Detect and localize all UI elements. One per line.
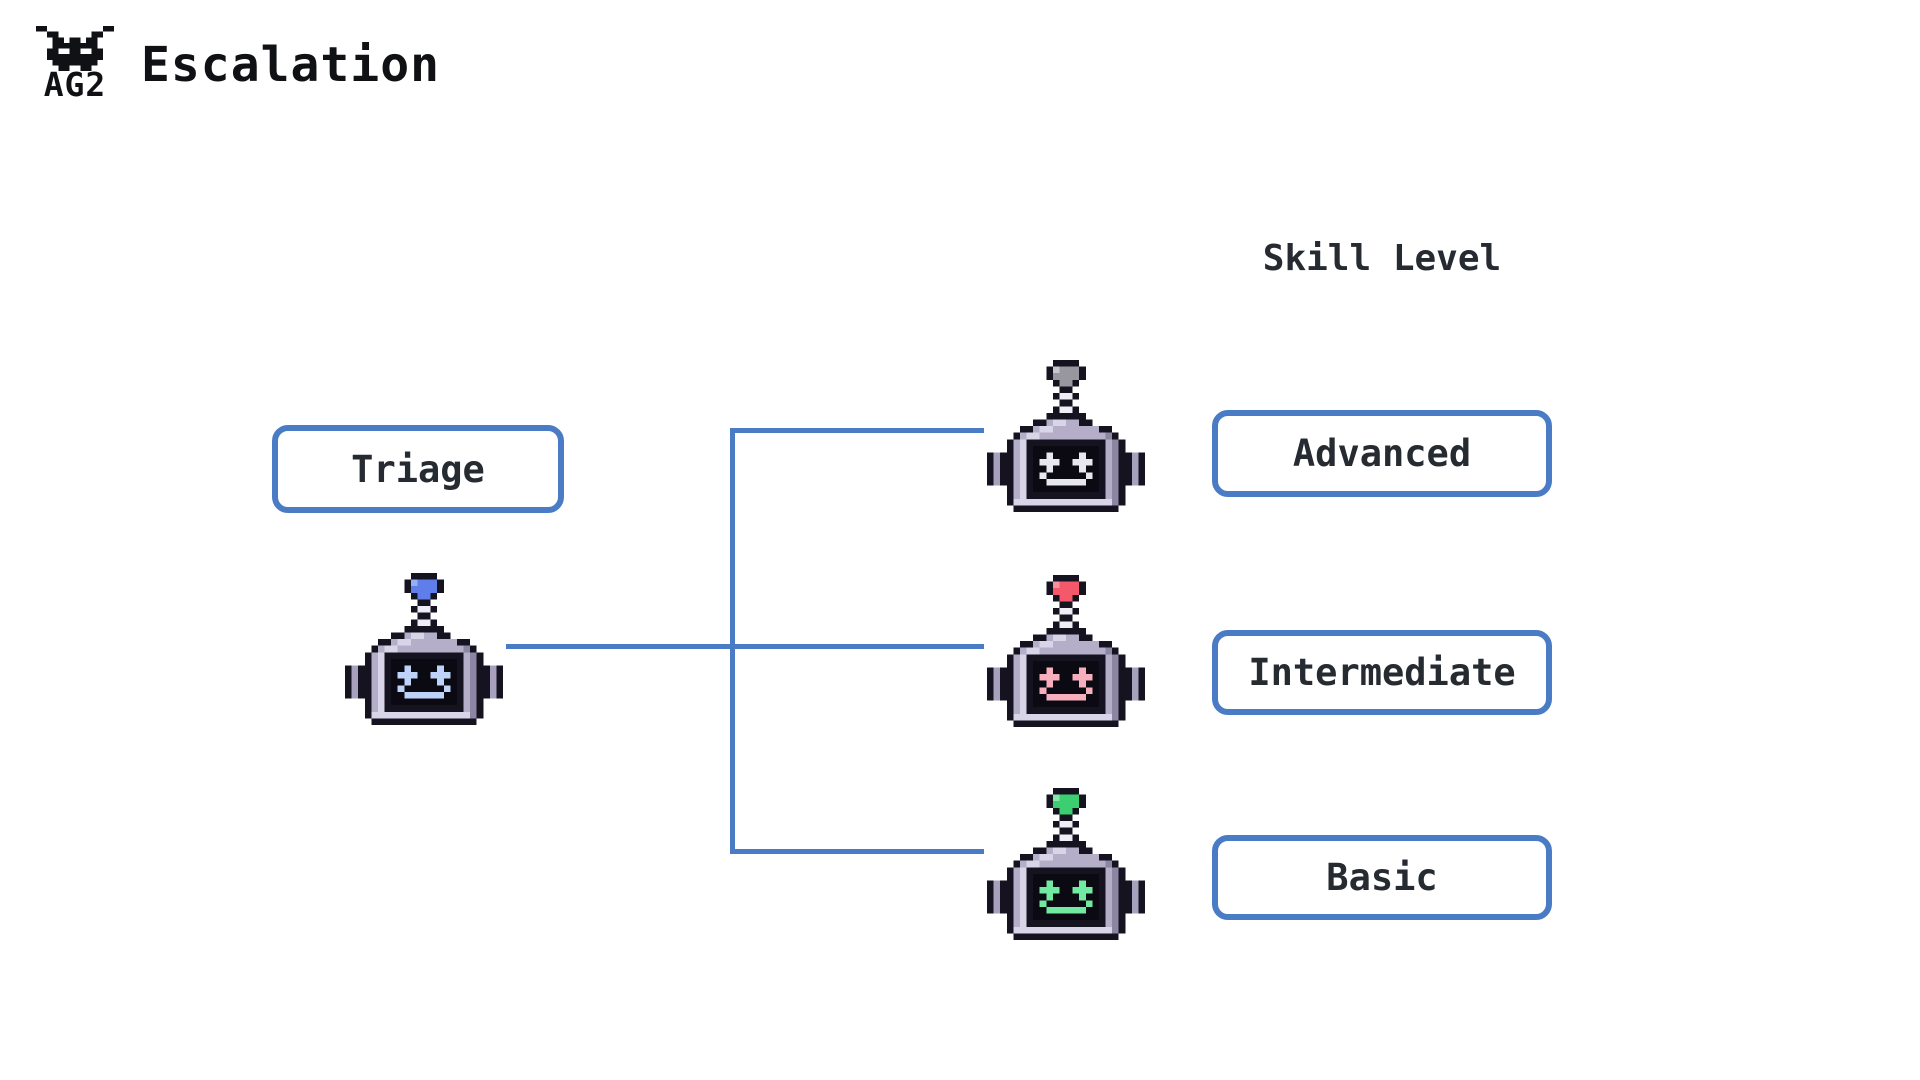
triage-node-label: Triage [351, 447, 485, 491]
basic-node-box: Basic [1212, 835, 1552, 920]
connector-vertical-branch [730, 428, 735, 854]
connector-branch-to-basic [735, 849, 984, 854]
basic-agent-robot-icon [987, 788, 1145, 940]
intermediate-node-box: Intermediate [1212, 630, 1552, 715]
connector-triage-to-branch [506, 644, 984, 649]
triage-agent-robot-icon [345, 573, 503, 725]
ag2-logo-text: AG2 [43, 65, 107, 104]
intermediate-node-label: Intermediate [1248, 651, 1516, 694]
advanced-agent-robot-icon [987, 360, 1145, 512]
ag2-robot-icon [36, 26, 114, 71]
ag2-logo: AG2 [35, 26, 115, 104]
basic-node-label: Basic [1326, 856, 1438, 899]
page-header: AG2 Escalation [35, 26, 440, 104]
skill-level-column-label: Skill Level [1262, 238, 1502, 279]
connector-branch-to-advanced [735, 428, 984, 433]
advanced-node-box: Advanced [1212, 410, 1552, 497]
page-title: Escalation [141, 37, 440, 93]
advanced-node-label: Advanced [1292, 432, 1472, 475]
intermediate-agent-robot-icon [987, 575, 1145, 727]
triage-node-box: Triage [272, 425, 564, 513]
